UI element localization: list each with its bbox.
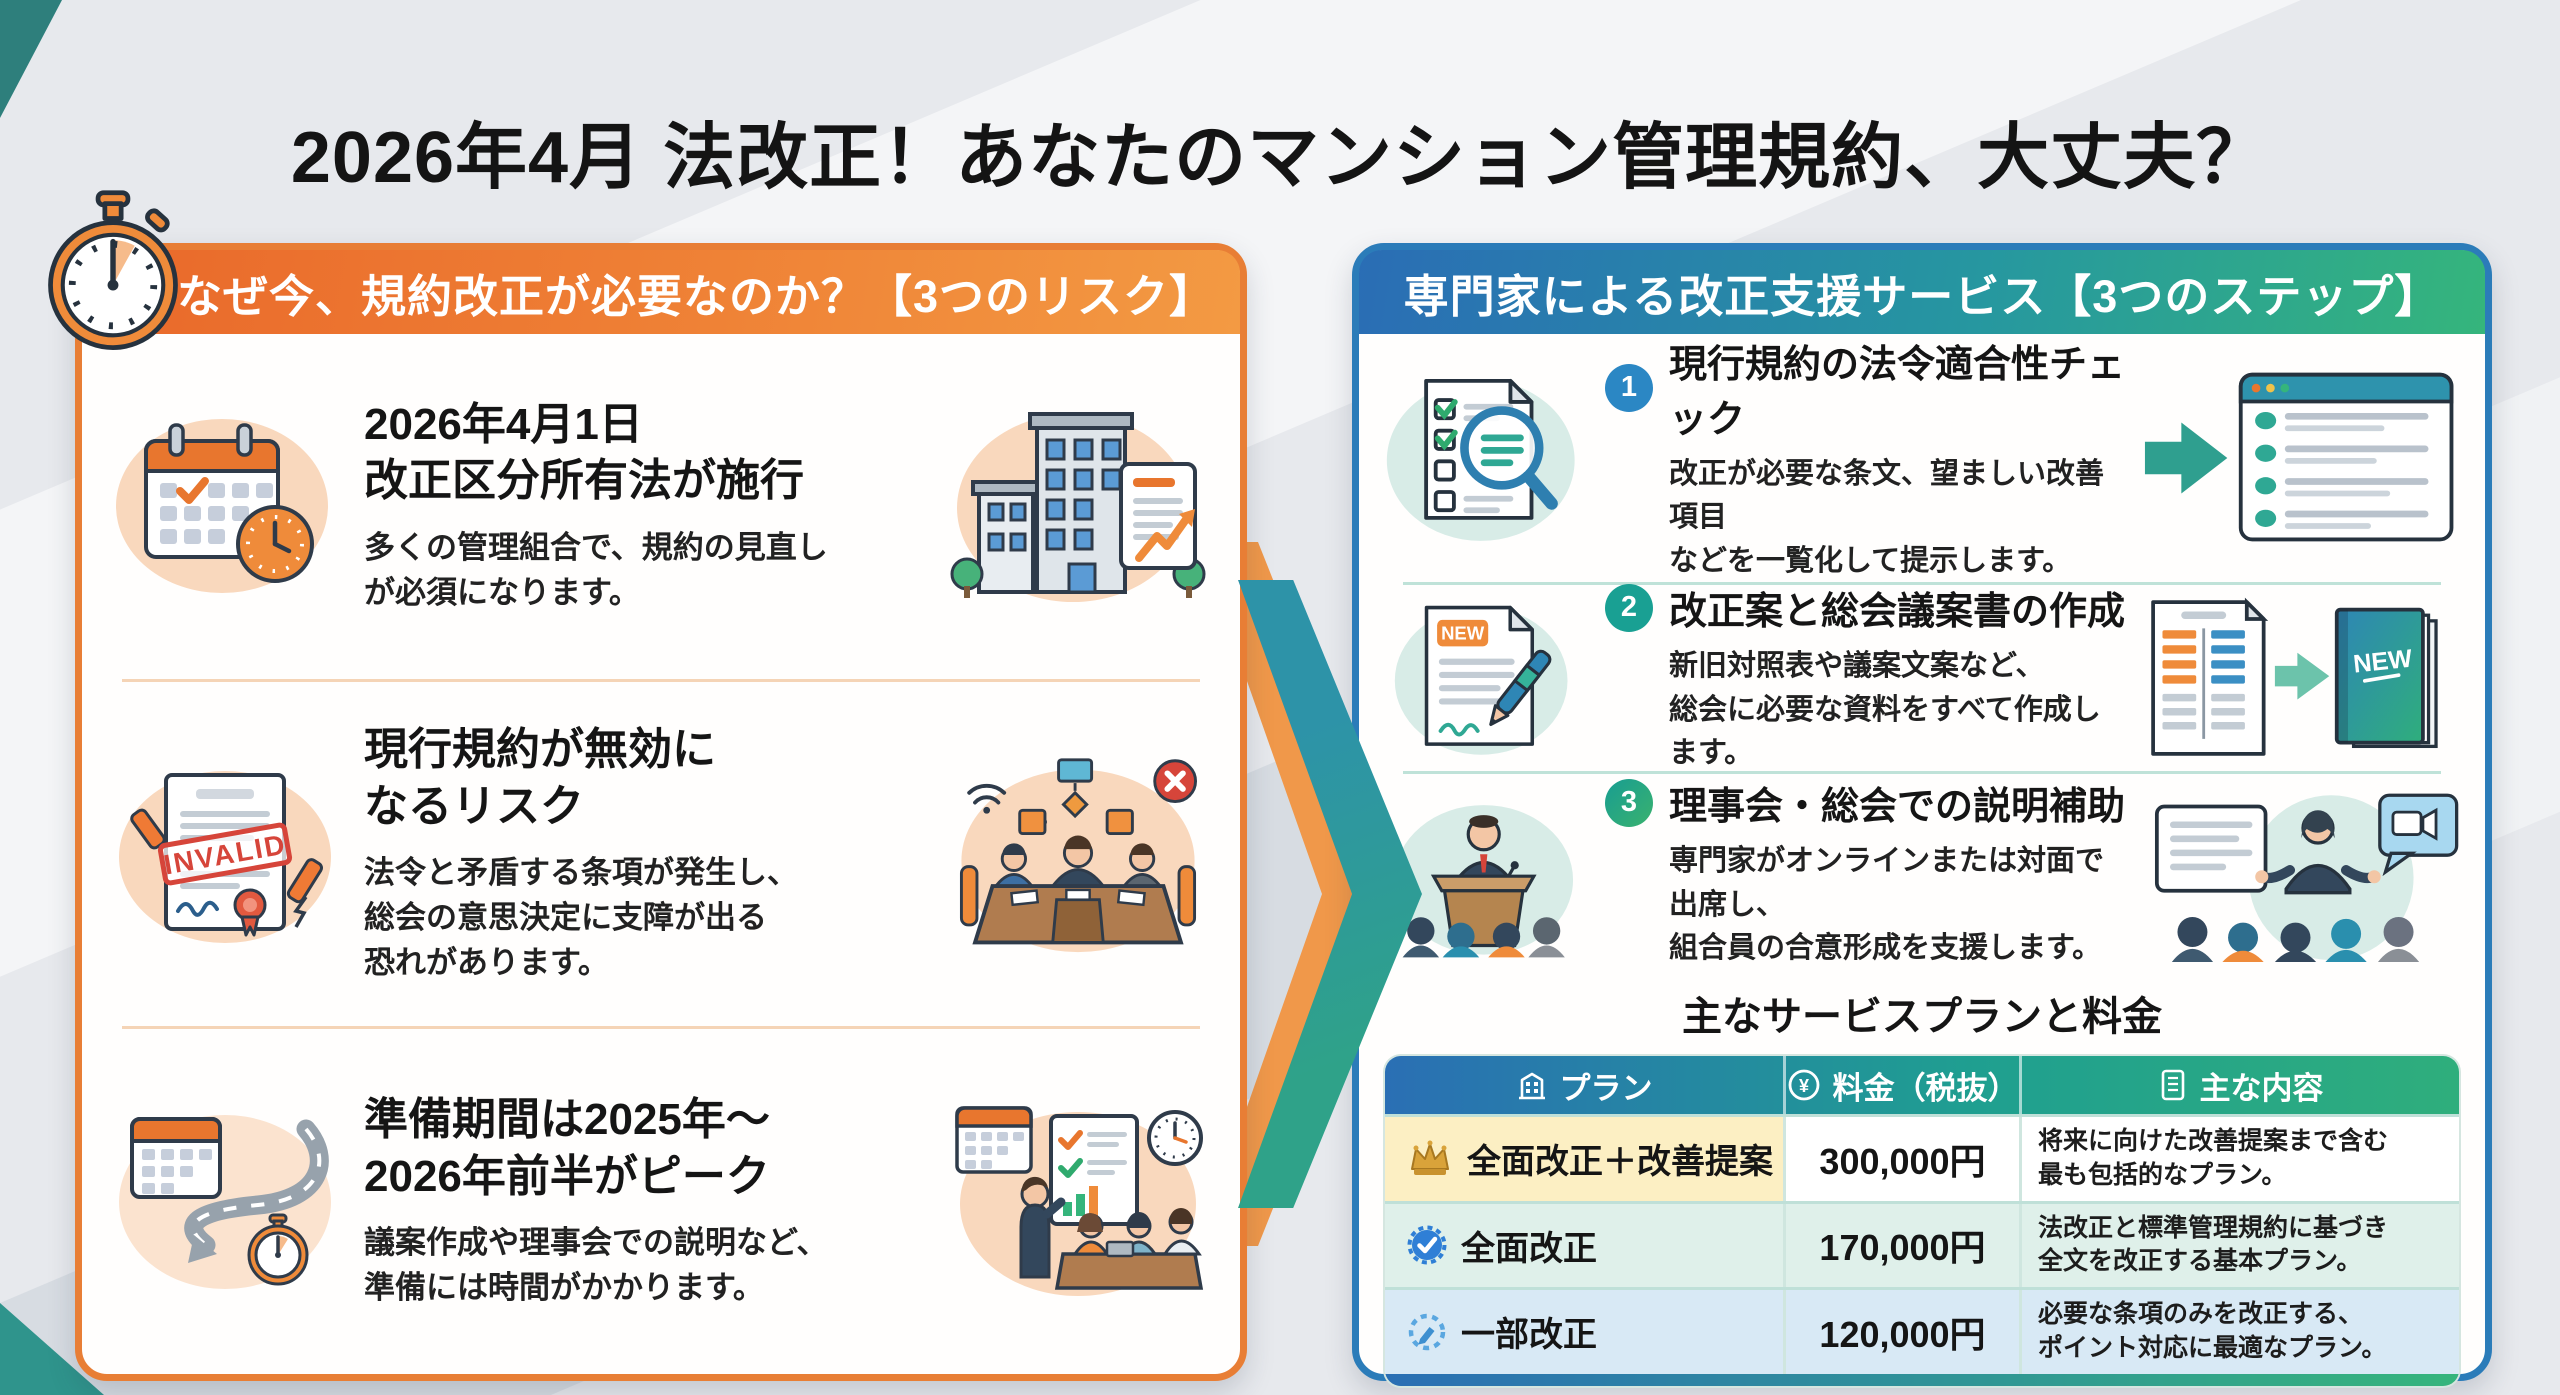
- planning-meeting-illustration: [940, 1102, 1216, 1302]
- risk-row-1: 2026年4月1日 改正区分所有法が施行 多くの管理組合で、規約の見直し が必須…: [82, 334, 1240, 679]
- divider: [1403, 771, 2441, 774]
- risk-row-3: 準備期間は2025年〜 2026年前半がピーク 議案作成や理事会での説明など、 …: [82, 1029, 1240, 1374]
- step-number-badge: 1: [1605, 363, 1653, 412]
- new-badge-text: NEW: [1441, 622, 1485, 643]
- risk-title: 2026年4月1日 改正区分所有法が施行: [364, 400, 804, 506]
- crown-icon: [1411, 1140, 1449, 1175]
- step-title: 現行規約の法令適合性チェック: [1669, 343, 2126, 441]
- calendar-clock-icon: [106, 411, 344, 601]
- yen-coin-icon: ¥: [1788, 1069, 1819, 1101]
- partial-edit-icon: [1408, 1313, 1446, 1350]
- plan-price: 170,000円: [1783, 1203, 2019, 1287]
- invalid-document-icon: INVALID: [106, 759, 344, 949]
- service-panel: 専門家による改正支援サービス【3つのステップ】: [1352, 243, 2492, 1386]
- risks-panel-header: なぜ今、規約改正が必要なのか？【3つのリスク】: [82, 250, 1240, 334]
- step-row-1: 1 現行規約の法令適合性チェック 改正が必要な条文、望ましい改善項目 などを一覧…: [1359, 334, 2485, 582]
- step-title: 理事会・総会での説明補助: [1669, 786, 2126, 829]
- checklist-app-illustration: [2141, 367, 2465, 549]
- step-number-badge: 2: [1605, 583, 1653, 632]
- pricing-row-partial: 一部改正 120,000円 必要な条項のみを改正する、 ポイント対応に最適なプラ…: [1385, 1287, 2459, 1374]
- online-presentation-illustration: [2141, 784, 2465, 962]
- risk-title: 現行規約が無効に なるリスク: [364, 725, 716, 831]
- plan-price: 120,000円: [1783, 1290, 2019, 1374]
- risk-body: 法令と矛盾する条項が発生し、 総会の意思決定に支障が出る 恐れがあります。: [364, 854, 798, 980]
- pricing-table-header: プラン ¥ 料金（税抜） 主な内容: [1385, 1056, 2459, 1114]
- plan-name: 一部改正: [1461, 1316, 1597, 1355]
- plan-name: 全面改正＋改善提案: [1467, 1143, 1773, 1182]
- comparison-to-book-illustration: NEW: [2141, 589, 2465, 767]
- pricing-row-full: 全面改正 170,000円 法改正と標準管理規約に基づき 全文を改正する基本プラ…: [1385, 1200, 2459, 1287]
- plan-name: 全面改正: [1461, 1229, 1597, 1268]
- building-report-illustration: [940, 406, 1216, 606]
- step-body: 新旧対照表や議案文案など、 総会に必要な資料をすべて作成します。: [1669, 650, 2101, 770]
- stopwatch-icon: [38, 190, 188, 358]
- step-row-2: NEW 2 改正案と総会議案書: [1359, 583, 2485, 771]
- risk-body: 多くの管理組合で、規約の見直し が必須になります。: [364, 529, 828, 610]
- column-header-plan: プラン: [1385, 1056, 1783, 1114]
- new-book-text: NEW: [2352, 645, 2414, 679]
- svg-text:¥: ¥: [1798, 1076, 1808, 1096]
- divider: [122, 678, 1200, 682]
- checklist-magnifier-icon: [1379, 369, 1593, 547]
- service-panel-header: 専門家による改正支援サービス【3つのステップ】: [1359, 250, 2485, 334]
- step-body: 改正が必要な条文、望ましい改善項目 などを一覧化して提示します。: [1669, 457, 2105, 577]
- risk-title: 準備期間は2025年〜 2026年前半がピーク: [364, 1095, 770, 1201]
- building-icon: [1518, 1072, 1545, 1100]
- page-title: 2026年4月 法改正！あなたのマンション管理規約、大丈夫？: [290, 118, 2270, 199]
- pricing-table: プラン ¥ 料金（税抜） 主な内容: [1385, 1056, 2459, 1386]
- step-number-badge: 3: [1605, 778, 1653, 827]
- plan-description: 法改正と標準管理規約に基づき 全文を改正する基本プラン。: [2019, 1203, 2459, 1287]
- risk-body: 議案作成や理事会での説明など、 準備には時間がかかります。: [364, 1225, 828, 1305]
- troubled-meeting-illustration: [940, 752, 1216, 956]
- check-badge-icon: [1407, 1225, 1447, 1265]
- column-header-price: ¥ 料金（税抜）: [1783, 1056, 2019, 1114]
- risk-row-2: INVALID 現行規約が無効に なるリスク 法令と矛盾する条項が発生し、 総会…: [82, 682, 1240, 1027]
- divider: [122, 1026, 1200, 1030]
- roadmap-stopwatch-icon: [106, 1107, 344, 1297]
- plan-description: 将来に向けた改善提案まで含む 最も包括的なプラン。: [2019, 1117, 2459, 1201]
- table-bottom-bar: [1385, 1373, 2459, 1386]
- divider: [1403, 582, 2441, 585]
- new-document-pen-icon: NEW: [1379, 597, 1593, 760]
- pricing-title: 主なサービスプランと料金: [1682, 995, 2162, 1039]
- pricing-row-full-plus: 全面改正＋改善提案 300,000円 将来に向けた改善提案まで含む 最も包括的な…: [1385, 1114, 2459, 1201]
- pricing-section: 主なサービスプランと料金 プラン ¥ 料金（税抜）: [1359, 972, 2485, 1386]
- podium-speaker-icon: [1379, 788, 1593, 958]
- step-body: 専門家がオンラインまたは対面で出席し、 組合員の合意形成を支援します。: [1669, 845, 2105, 965]
- column-header-content: 主な内容: [2019, 1056, 2459, 1114]
- step-title: 改正案と総会議案書の作成: [1669, 591, 2126, 634]
- risks-panel: なぜ今、規約改正が必要なのか？【3つのリスク】: [48, 190, 1247, 1381]
- corner-triangle-top-left: [0, 0, 62, 118]
- step-row-3: 3 理事会・総会での説明補助 専門家がオンラインまたは対面で出席し、 組合員の合…: [1359, 774, 2485, 972]
- document-icon: [2161, 1069, 2184, 1101]
- plan-price: 300,000円: [1783, 1117, 2019, 1201]
- plan-description: 必要な条項のみを改正する、 ポイント対応に最適なプラン。: [2019, 1290, 2459, 1374]
